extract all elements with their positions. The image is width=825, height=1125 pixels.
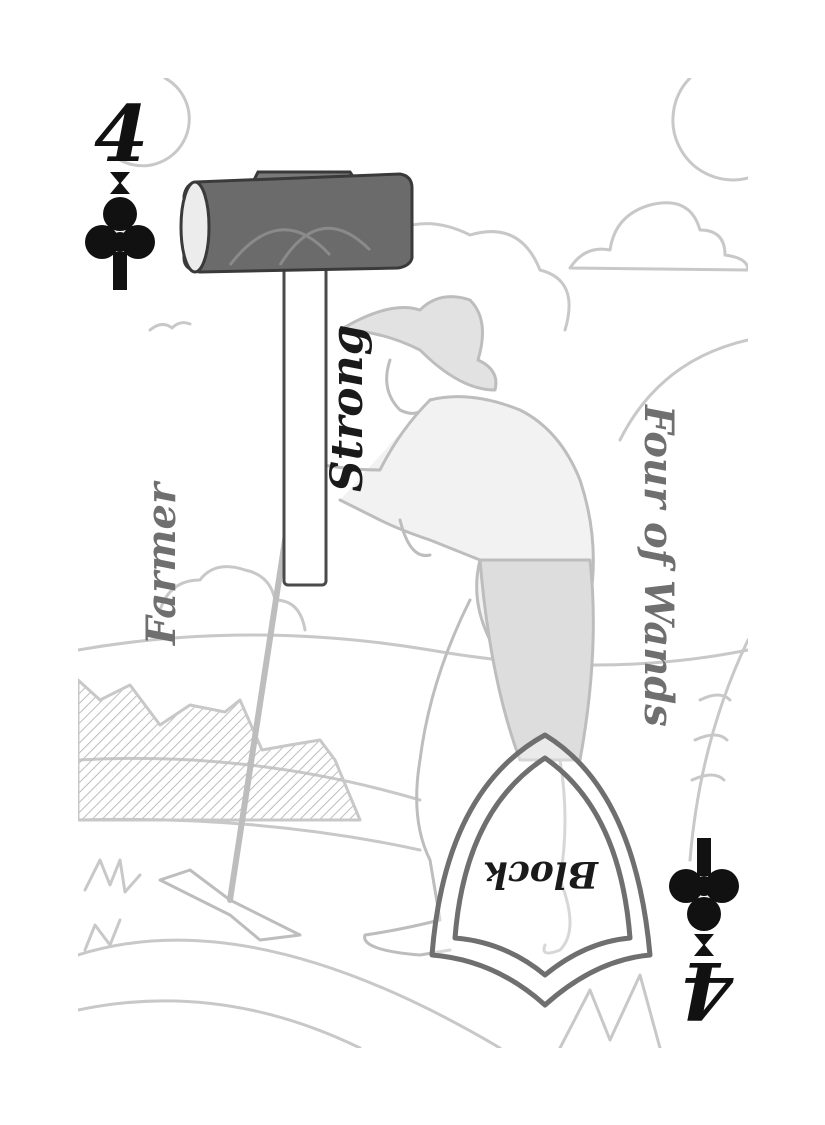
field-line-2 — [78, 817, 422, 852]
field-line-3 — [78, 938, 502, 1048]
farmer-hat — [338, 295, 498, 392]
hill-line — [78, 633, 748, 667]
rank-top-left: 4 — [94, 89, 149, 180]
club-icon-bottom — [668, 832, 740, 956]
grass-left-2 — [83, 918, 122, 952]
club-icon — [84, 172, 156, 296]
bird — [148, 321, 192, 332]
cloud-swoosh — [618, 338, 748, 442]
rank-bottom-right: 4 — [680, 944, 735, 1035]
farmer-leg-back — [542, 758, 572, 955]
corner-arc-top-right — [671, 78, 748, 182]
grass-left — [83, 858, 142, 894]
weapon-label: Strong — [322, 324, 373, 492]
corner-arc-top-left — [118, 78, 191, 168]
sledgehammer-icon — [179, 170, 414, 587]
hoe-blade — [158, 868, 302, 942]
shield-label: Block — [483, 853, 598, 895]
cloud-right — [568, 201, 748, 272]
grass-right — [558, 973, 662, 1048]
mountains — [78, 678, 362, 822]
suit-name: Four of Wands — [635, 405, 682, 727]
cloud-left — [158, 565, 307, 632]
character-name: Farmer — [138, 482, 185, 645]
farmer-leg-front — [363, 598, 472, 957]
farmer-apron — [478, 558, 595, 762]
wheat-stalk — [688, 638, 748, 862]
field-line-4 — [78, 999, 362, 1048]
farmer-figure — [298, 295, 595, 957]
shield-icon — [429, 732, 653, 1008]
